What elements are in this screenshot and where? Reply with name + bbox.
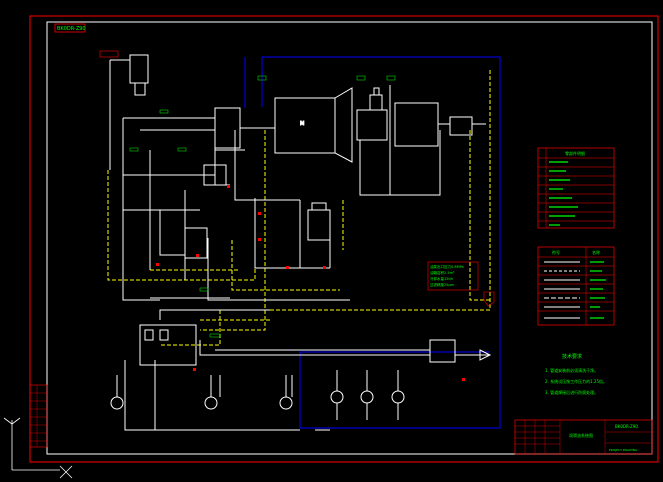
sheet-border: [29, 15, 659, 463]
blue-pipe-frame: [262, 56, 501, 429]
inner-frame: [46, 21, 653, 455]
note-3: 3. 管道焊接后进行防腐处理。: [545, 389, 598, 395]
title-block: 润滑油系统图 BK0DR-Z90 PROJECT-DRAWING: [514, 419, 653, 455]
note-callout-box: [427, 261, 479, 291]
legend-table: 符号 名称: [537, 246, 615, 326]
regulating-valve: [429, 339, 492, 363]
title-block-company: BK0DR-Z90: [615, 424, 638, 429]
parts-table: 零部件明细: [537, 147, 615, 229]
title-tag: BK0DR-Z90: [57, 26, 86, 32]
parts-table-title: 零部件明细: [565, 150, 585, 156]
bottom-pumps: [110, 370, 405, 420]
title-tag-box: [54, 23, 86, 33]
white-pipes: [109, 60, 490, 431]
legend-header-symbol: 符号: [552, 249, 560, 255]
note-2: 2. 系统试压按工作压力的1.25倍。: [545, 378, 607, 384]
yellow-pipes: [107, 70, 491, 346]
note-callout-line-1: 油泵出口压力0.8MPa: [430, 264, 464, 269]
note-1: 1. 管道安装前必须清洗干净。: [545, 367, 598, 373]
legend-header-name: 名称: [592, 249, 600, 255]
valve-markers: [156, 185, 465, 381]
callout-marker: [483, 291, 495, 307]
turbine-label: M: [300, 121, 304, 127]
gearbox: [356, 87, 388, 141]
note-callout-line-2: 油箱容积2.5m³: [430, 270, 455, 275]
generator: [394, 102, 486, 147]
pump-tag: [99, 50, 119, 58]
pipe-tags: [129, 75, 396, 338]
title-block-drawing-name: 润滑油系统图: [569, 432, 593, 438]
technical-notes: 技术要求 1. 管道安装前必须清洗干净。 2. 系统试压按工作压力的1.25倍。…: [545, 353, 607, 395]
turbine: M: [274, 87, 353, 163]
note-callout-line-3: 冷却水量15t/h: [430, 276, 453, 281]
valve-block: [203, 107, 241, 186]
oil-pump-top: [110, 54, 149, 96]
oil-cooler: [184, 202, 331, 259]
note-callout-line-4: 过滤精度25μm: [430, 282, 455, 287]
title-block-sub: PROJECT-DRAWING: [609, 448, 638, 452]
oil-tank: [139, 324, 197, 366]
revision-strip: [29, 384, 48, 448]
ucs-icon: [3, 417, 73, 479]
notes-title: 技术要求: [562, 353, 582, 360]
